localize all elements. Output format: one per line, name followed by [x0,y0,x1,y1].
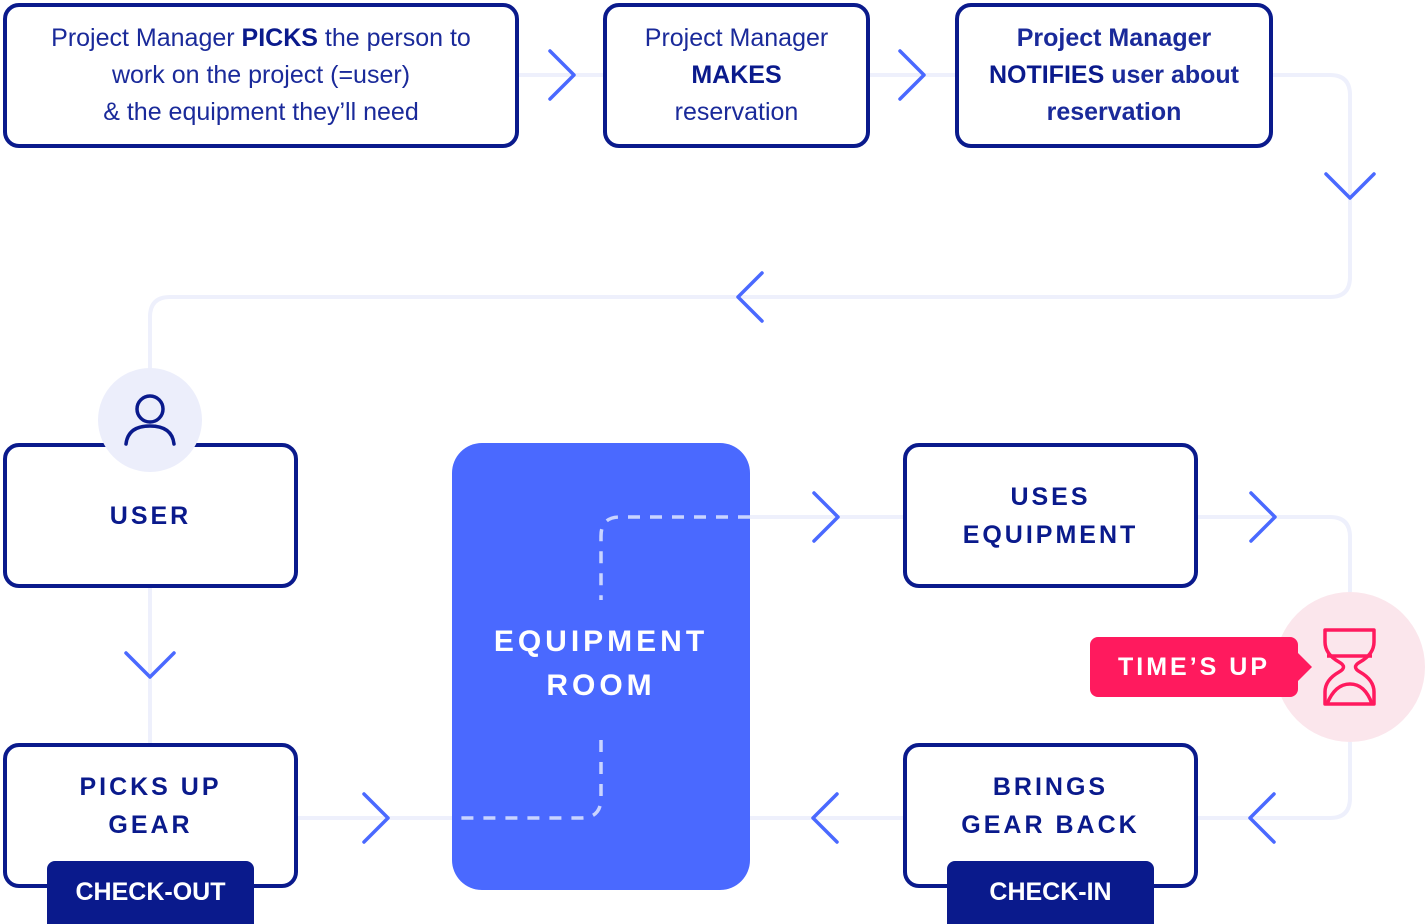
text-bold: PICKS [241,24,318,52]
chevron-left-icon [811,792,839,844]
user-avatar [98,368,202,472]
chevron-right-icon [548,49,576,101]
chevron-down-icon [1324,172,1376,200]
text: USES [1010,482,1091,511]
chevron-right-icon [898,49,926,101]
text: Project Manager [644,24,829,52]
chevron-right-icon [812,491,840,543]
text: & the equipment they’ll need [103,98,419,126]
chevron-down-icon [124,651,176,679]
text: EQUIPMENT [962,520,1139,549]
chevron-left-icon [1248,792,1276,844]
text: user about [1104,61,1240,89]
step-pick: Project Manager PICKS the person to work … [3,3,519,148]
text: Project Manager [51,24,242,52]
chevron-left-icon [736,271,764,323]
text-bold: NOTIFIES [988,61,1105,89]
hourglass-icon [1323,628,1376,706]
text: the person to [317,24,471,52]
uses-box: USES EQUIPMENT [903,443,1198,588]
text: ROOM [546,669,656,702]
text-bold: MAKES [691,61,782,89]
text: Project Manager [1016,24,1212,52]
text: PICKS UP [79,772,222,801]
text: work on the project (=user) [111,61,411,89]
text: reservation [1046,98,1182,126]
user-label: USER [109,501,192,530]
text: reservation [674,98,799,126]
chevron-right-icon [362,792,390,844]
text: GEAR [108,810,193,839]
person-icon [124,394,176,446]
text: EQUIPMENT [493,625,709,658]
text: BRINGS [992,772,1109,801]
check-out-badge: CHECK-OUT [47,861,254,924]
chevron-right-icon [1249,491,1277,543]
times-up-label: TIME’S UP [1090,637,1312,697]
check-in-badge: CHECK-IN [947,861,1154,924]
equipment-room-label: EQUIPMENT ROOM [452,620,750,708]
text: GEAR BACK [961,810,1140,839]
